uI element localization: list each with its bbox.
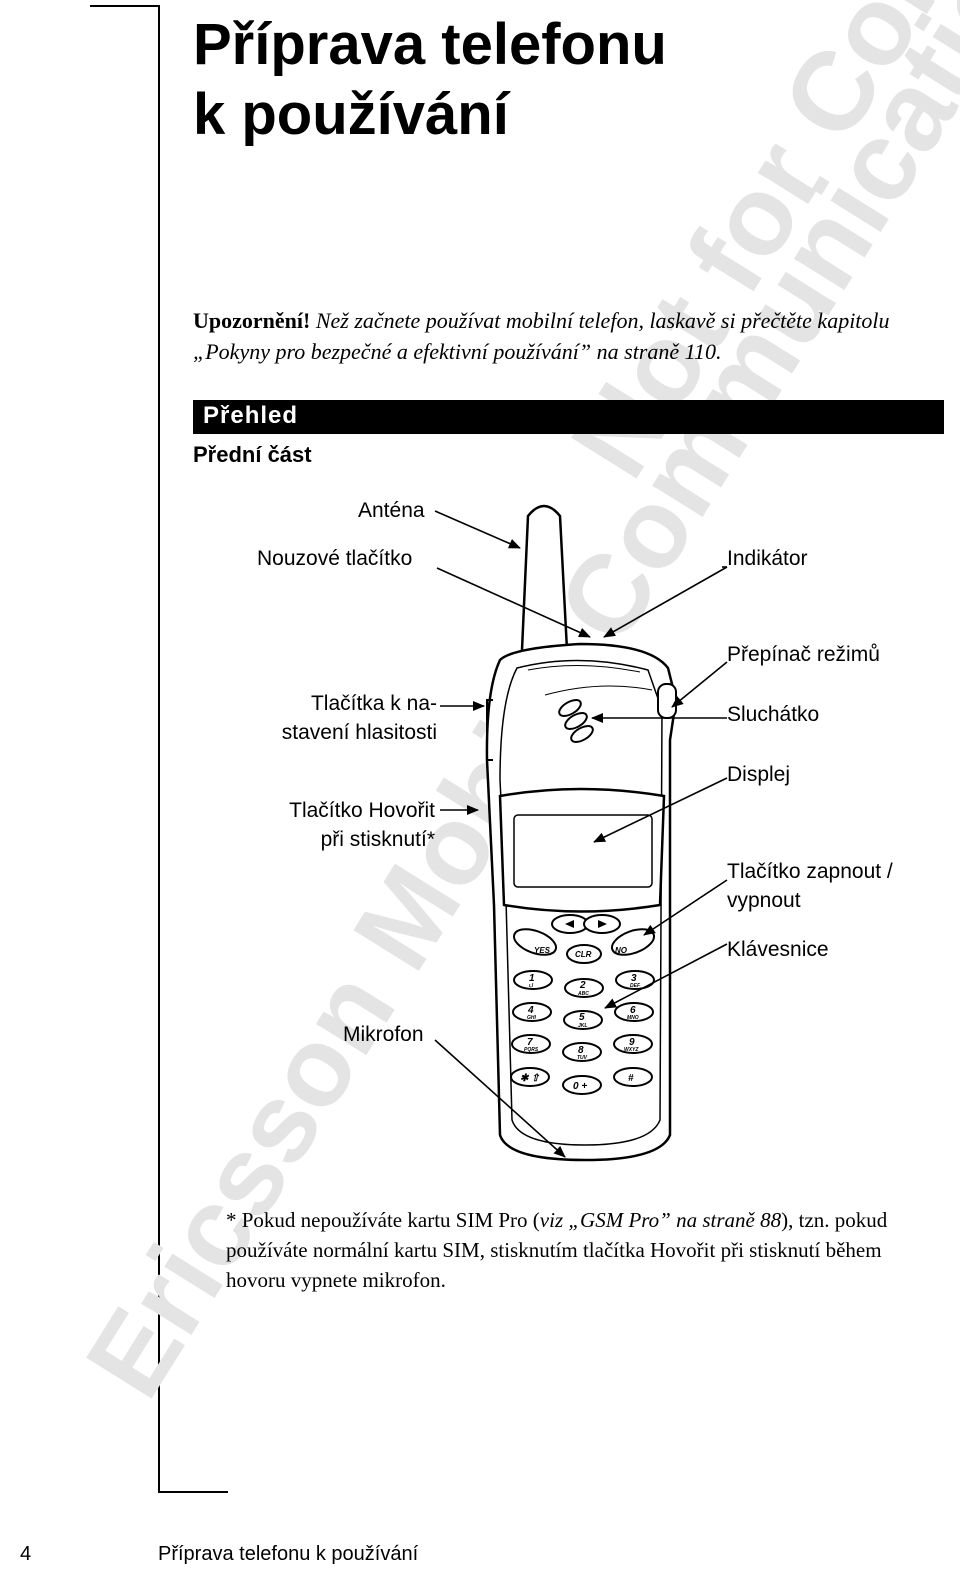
footnote-reference: viz „GSM Pro” na straně 88: [539, 1208, 782, 1232]
svg-text:MNO: MNO: [627, 1015, 639, 1021]
svg-text:DEF: DEF: [630, 983, 641, 989]
label-volume-keys: Tlačítka k na- stavení hlasitosti: [281, 692, 437, 744]
label-indicator: Indikátor: [727, 547, 808, 570]
key-hash: #: [628, 1073, 634, 1084]
no-key-label: NO: [615, 946, 628, 955]
key-7: 7: [527, 1037, 533, 1048]
page-title-line2: k používání: [193, 82, 509, 147]
keypad: 1 ı,l 2 ABC 3 DEF 4 GHI 5 JKL 6 MNO 7 PQ…: [510, 970, 655, 1095]
key-6: 6: [630, 1005, 636, 1016]
key-3: 3: [631, 973, 637, 984]
callout-antenna: [434, 510, 521, 549]
label-earpiece: Sluchátko: [727, 703, 820, 726]
footer-title: Příprava telefonu k používání: [158, 1543, 419, 1565]
callout-emergency: [436, 567, 591, 638]
mode-switch: [657, 683, 677, 719]
label-mode-switch: Přepínač režimů: [727, 643, 880, 666]
callout-microphone: [434, 1039, 566, 1158]
section-heading-bar: Přehled: [193, 400, 944, 434]
warning-notice-text: Než začnete používat mobilní telefon, la…: [193, 308, 890, 364]
key-star: ✱ ⇧: [520, 1073, 540, 1084]
callout-mode-switch: [671, 661, 728, 708]
section-heading: Přehled: [203, 402, 299, 429]
svg-text:ı,l: ı,l: [529, 983, 534, 989]
key-1: 1: [529, 973, 535, 984]
label-power-button: Tlačítko zapnout / vypnout: [727, 860, 893, 912]
yes-key: [512, 928, 558, 956]
yes-key-label: YES: [534, 946, 551, 955]
warning-notice-label: Upozornění!: [193, 308, 311, 333]
label-ptt-button: Tlačítko Hovořit při stisknutí*: [289, 799, 435, 851]
key-4: 4: [527, 1005, 534, 1016]
svg-text:PQRS: PQRS: [524, 1047, 539, 1053]
display-screen: [513, 814, 653, 888]
phone-front-panel: [499, 659, 663, 1146]
key-2: 2: [579, 980, 586, 991]
label-antenna: Anténa: [358, 499, 425, 522]
clr-key-label: CLR: [575, 950, 592, 959]
key-8: 8: [578, 1045, 584, 1056]
label-display: Displej: [727, 763, 791, 786]
page-title-line1: Příprava telefonu: [193, 12, 667, 77]
label-microphone: Mikrofon: [343, 1023, 424, 1046]
key-0: 0 +: [573, 1081, 587, 1092]
svg-text:JKL: JKL: [578, 1023, 587, 1029]
callout-display: [593, 777, 728, 843]
page-number: 4: [20, 1543, 32, 1565]
svg-text:ABC: ABC: [577, 991, 589, 997]
label-keypad: Klávesnice: [727, 938, 829, 961]
key-5: 5: [579, 1012, 585, 1023]
page-frame-left: [158, 5, 160, 1493]
callout-keypad: [604, 943, 728, 1009]
svg-text:TUV: TUV: [577, 1055, 588, 1061]
page-frame-bottom: [158, 1491, 228, 1493]
svg-text:WXYZ: WXYZ: [624, 1047, 639, 1053]
volume-keys: [486, 699, 493, 761]
key-9: 9: [629, 1037, 635, 1048]
callout-power: [643, 879, 728, 936]
page-title: Příprava telefonu k používání: [193, 10, 667, 150]
svg-text:GHI: GHI: [527, 1015, 537, 1021]
page-frame-top: [90, 5, 160, 7]
warning-notice: Upozornění! Než začnete používat mobilní…: [193, 305, 933, 367]
clr-key: [566, 944, 602, 964]
label-emergency-button: Nouzové tlačítko: [257, 547, 413, 570]
subsection-heading: Přední část: [193, 442, 312, 467]
earpiece: [558, 699, 594, 743]
callout-indicator: [603, 566, 728, 638]
footnote: * Pokud nepoužíváte kartu SIM Pro (viz „…: [226, 1208, 888, 1292]
antenna-shape: [520, 504, 569, 651]
